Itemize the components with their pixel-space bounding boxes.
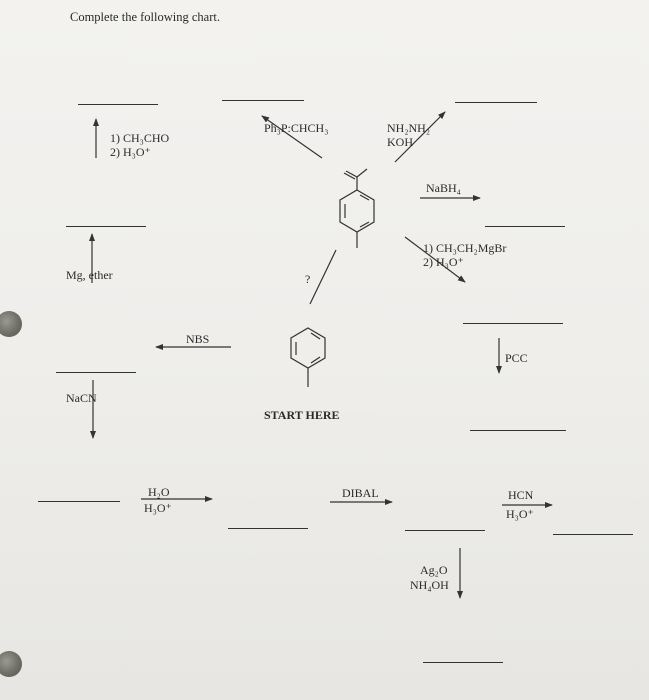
arrow-grignard [404,236,466,283]
arrow-question-step [309,249,337,305]
label-wolff-2: KOH [387,135,413,149]
label-hydrolysis-1: H₂O [148,485,170,499]
answer-blank-11[interactable] [405,530,485,531]
start-here-label: START HERE [264,408,340,422]
arrow-wolff-kishner [394,111,446,163]
label-grignard-1: 1) CH₃CH₂MgBr [423,241,507,255]
label-dibal: DIBAL [342,486,379,500]
answer-blank-3[interactable] [455,102,537,103]
answer-blank-12[interactable] [553,534,633,535]
answer-blank-1[interactable] [78,104,158,105]
label-acetaldehyde-2: 2) H₃O⁺ [110,145,151,159]
label-acetaldehyde-1: 1) CH₃CHO [110,131,170,145]
label-hydrolysis-2: H₃O⁺ [144,501,172,515]
answer-blank-4[interactable] [66,226,146,227]
label-grignard-2: 2) H₃O⁺ [423,255,464,269]
binder-hole-top [0,311,22,337]
answer-blank-13[interactable] [423,662,503,663]
arrow-wittig [261,115,323,159]
label-nbs: NBS [186,332,210,346]
label-mg-ether: Mg, ether [66,268,113,282]
answer-blank-6[interactable] [463,323,563,324]
label-hcn-1: HCN [508,488,534,502]
label-tollens-1: Ag₂O [420,563,448,577]
answer-blank-5[interactable] [485,226,565,227]
label-wolff-1: NH₂NH₂ [387,121,431,135]
label-pcc: PCC [505,351,528,365]
label-wittig: Ph₃P:CHCH₃ [264,121,329,135]
answer-blank-8[interactable] [470,430,566,431]
answer-blank-10[interactable] [228,528,308,529]
page-title: Complete the following chart. [70,10,220,24]
toluene-structure [290,327,326,387]
label-question: ? [305,272,311,286]
answer-blank-7[interactable] [56,372,136,373]
methylacetophenone-structure [339,168,375,248]
answer-blank-2[interactable] [222,100,304,101]
answer-blank-9[interactable] [38,501,120,502]
label-nacn: NaCN [66,391,97,405]
label-nabh4: NaBH₄ [426,181,461,195]
label-tollens-2: NH₄OH [410,578,449,592]
label-hcn-2: H₃O⁺ [506,507,534,521]
binder-hole-bottom [0,651,22,677]
